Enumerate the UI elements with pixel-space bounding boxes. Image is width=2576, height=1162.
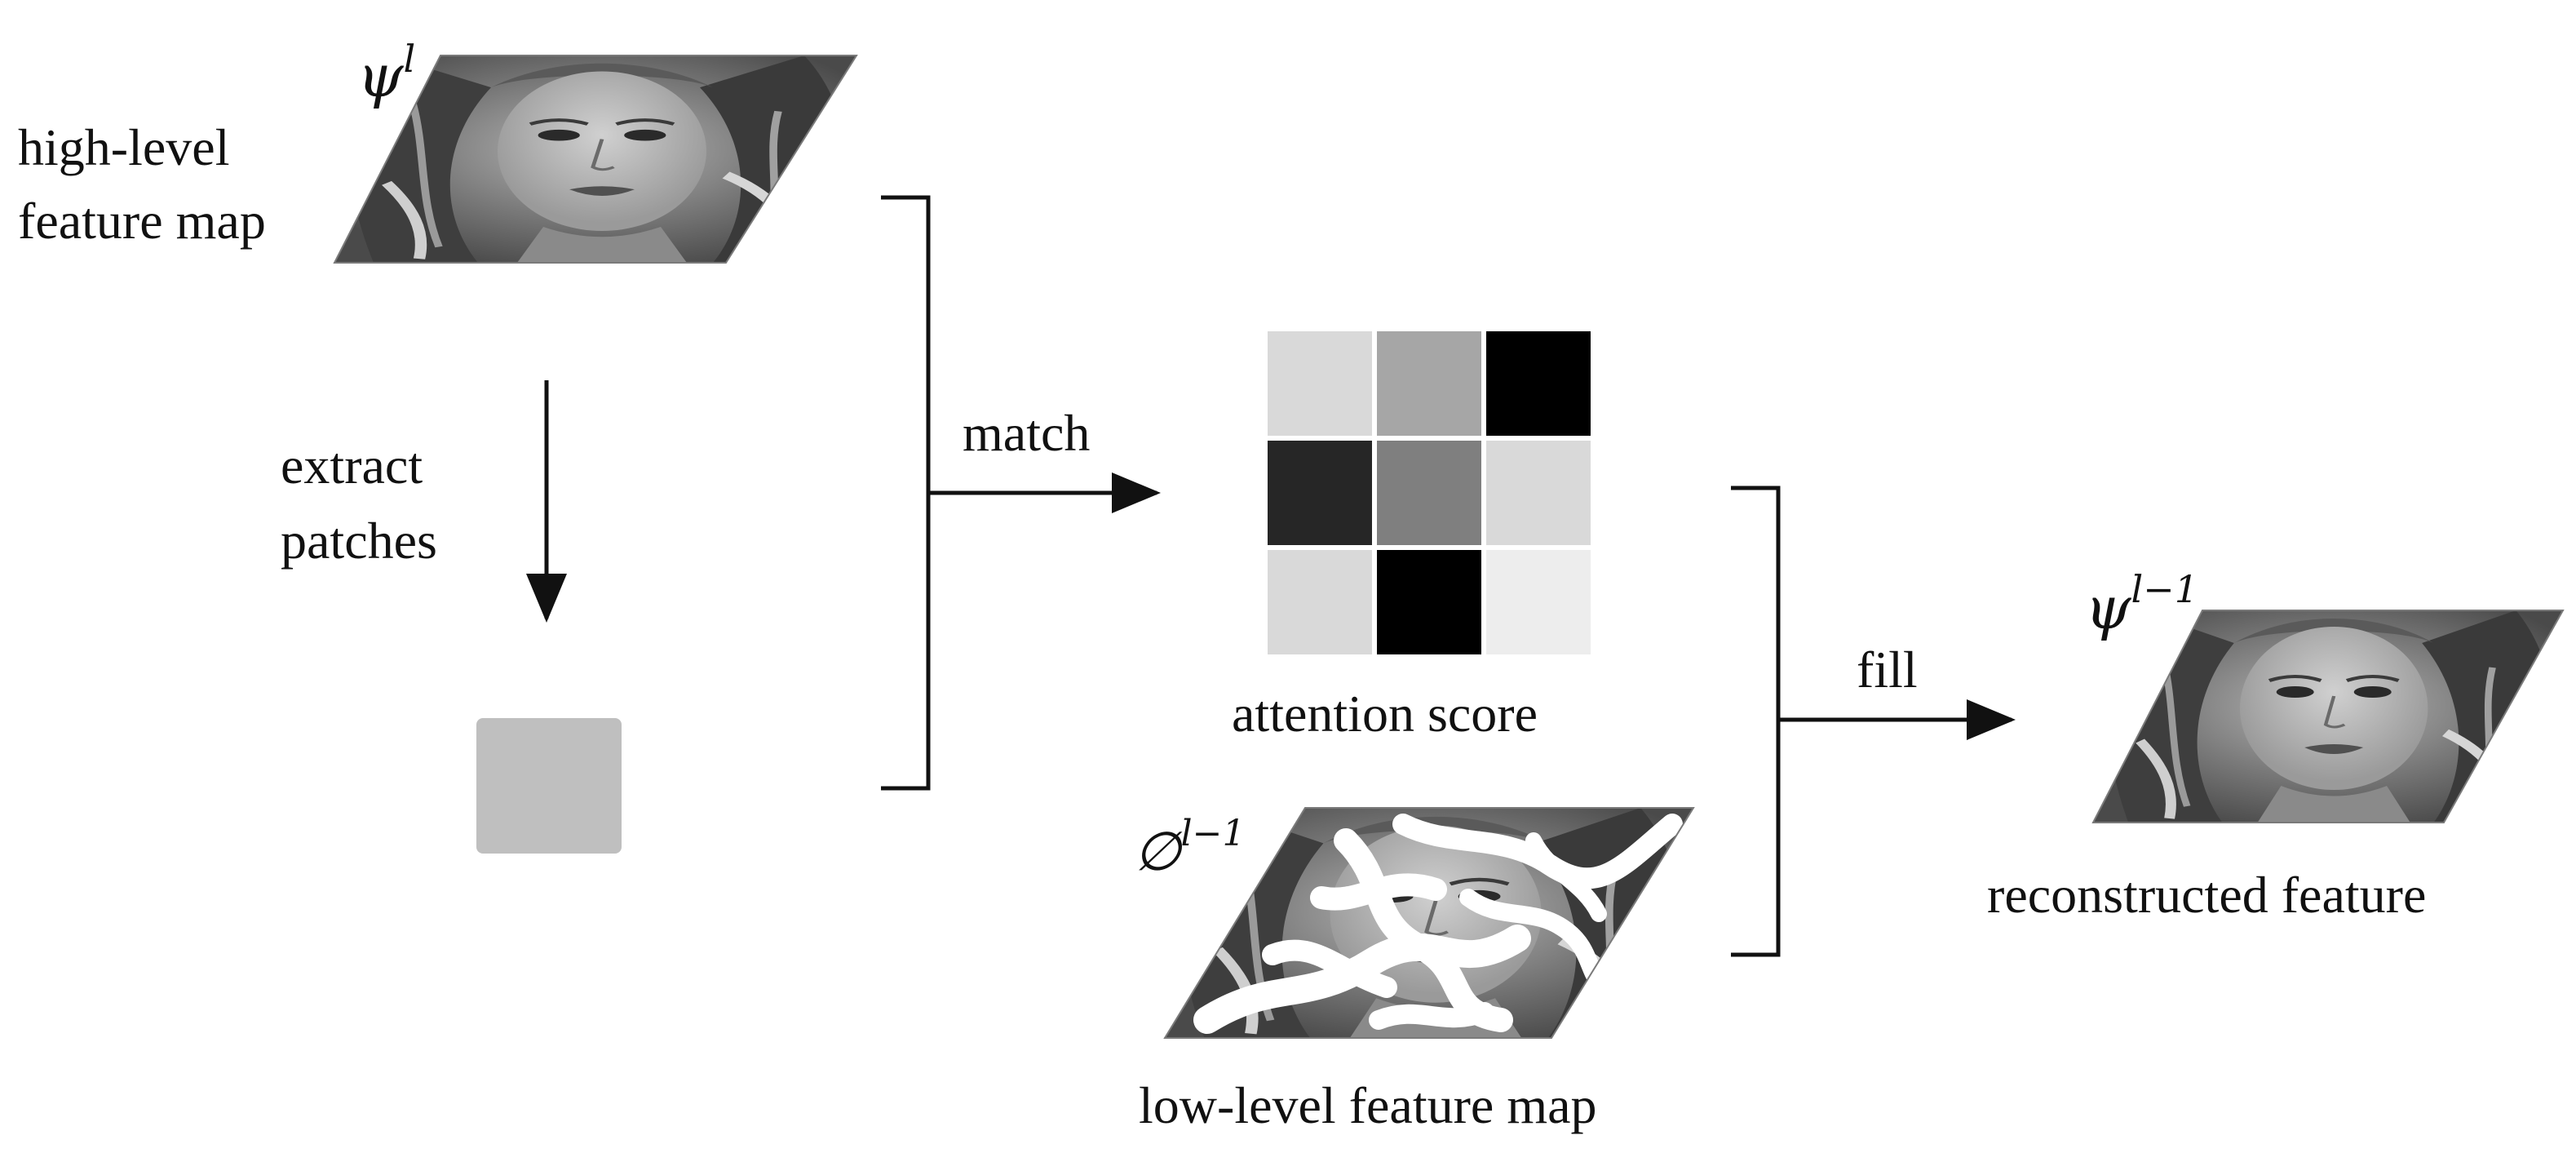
- low-level-symbol-superscript: l−1: [1181, 813, 1246, 854]
- attention-score-label: attention score: [1232, 685, 1538, 743]
- reconstructed-map-border: [2091, 610, 2565, 823]
- low-level-caption: low-level feature map: [1139, 1076, 1597, 1134]
- reconstructed-symbol-superscript: l−1: [2131, 567, 2198, 611]
- attention-cell-r2-c1: [1268, 441, 1372, 545]
- low-level-symbol: ∅l−1: [1134, 813, 1245, 883]
- high-level-symbol-base: ψ: [357, 42, 405, 110]
- high-level-symbol: ψl: [357, 37, 415, 110]
- high-level-label-line2: feature map: [18, 192, 266, 250]
- attention-cell-r2-c2: [1377, 441, 1481, 545]
- reconstructed-caption: reconstructed feature: [1987, 866, 2426, 924]
- high-level-feature-map-image: [334, 55, 856, 263]
- low-level-feature-map-image: [1165, 808, 1693, 1038]
- attention-cell-r3-c2: [1377, 550, 1481, 654]
- attention-cell-r1-c1: [1268, 331, 1372, 436]
- reconstructed-symbol: ψl−1: [2085, 567, 2198, 642]
- mask-strokes: [1193, 814, 1683, 1034]
- reconstructed-feature-image: [2093, 610, 2563, 823]
- extract-label-line2: patches: [281, 512, 437, 570]
- extracted-patch: [476, 718, 622, 854]
- match-label: match: [963, 404, 1090, 462]
- fill-label: fill: [1857, 641, 1918, 699]
- attention-score-grid: [1268, 331, 1591, 654]
- low-level-symbol-base: ∅: [1134, 820, 1183, 883]
- attention-cell-r2-c3: [1486, 441, 1591, 545]
- high-level-label-line1: high-level: [18, 118, 229, 176]
- high-level-map-border: [333, 55, 858, 264]
- attention-cell-r3-c1: [1268, 550, 1372, 654]
- reconstructed-symbol-base: ψ: [2085, 574, 2132, 642]
- attention-cell-r3-c3: [1486, 550, 1591, 654]
- low-level-map-border: [1163, 807, 1695, 1039]
- fill-bracket: [1731, 486, 1781, 957]
- extract-label-line1: extract: [281, 437, 423, 495]
- attention-cell-r1-c3: [1486, 331, 1591, 436]
- match-bracket: [881, 195, 931, 791]
- high-level-symbol-superscript: l: [403, 37, 415, 81]
- attention-cell-r1-c2: [1377, 331, 1481, 436]
